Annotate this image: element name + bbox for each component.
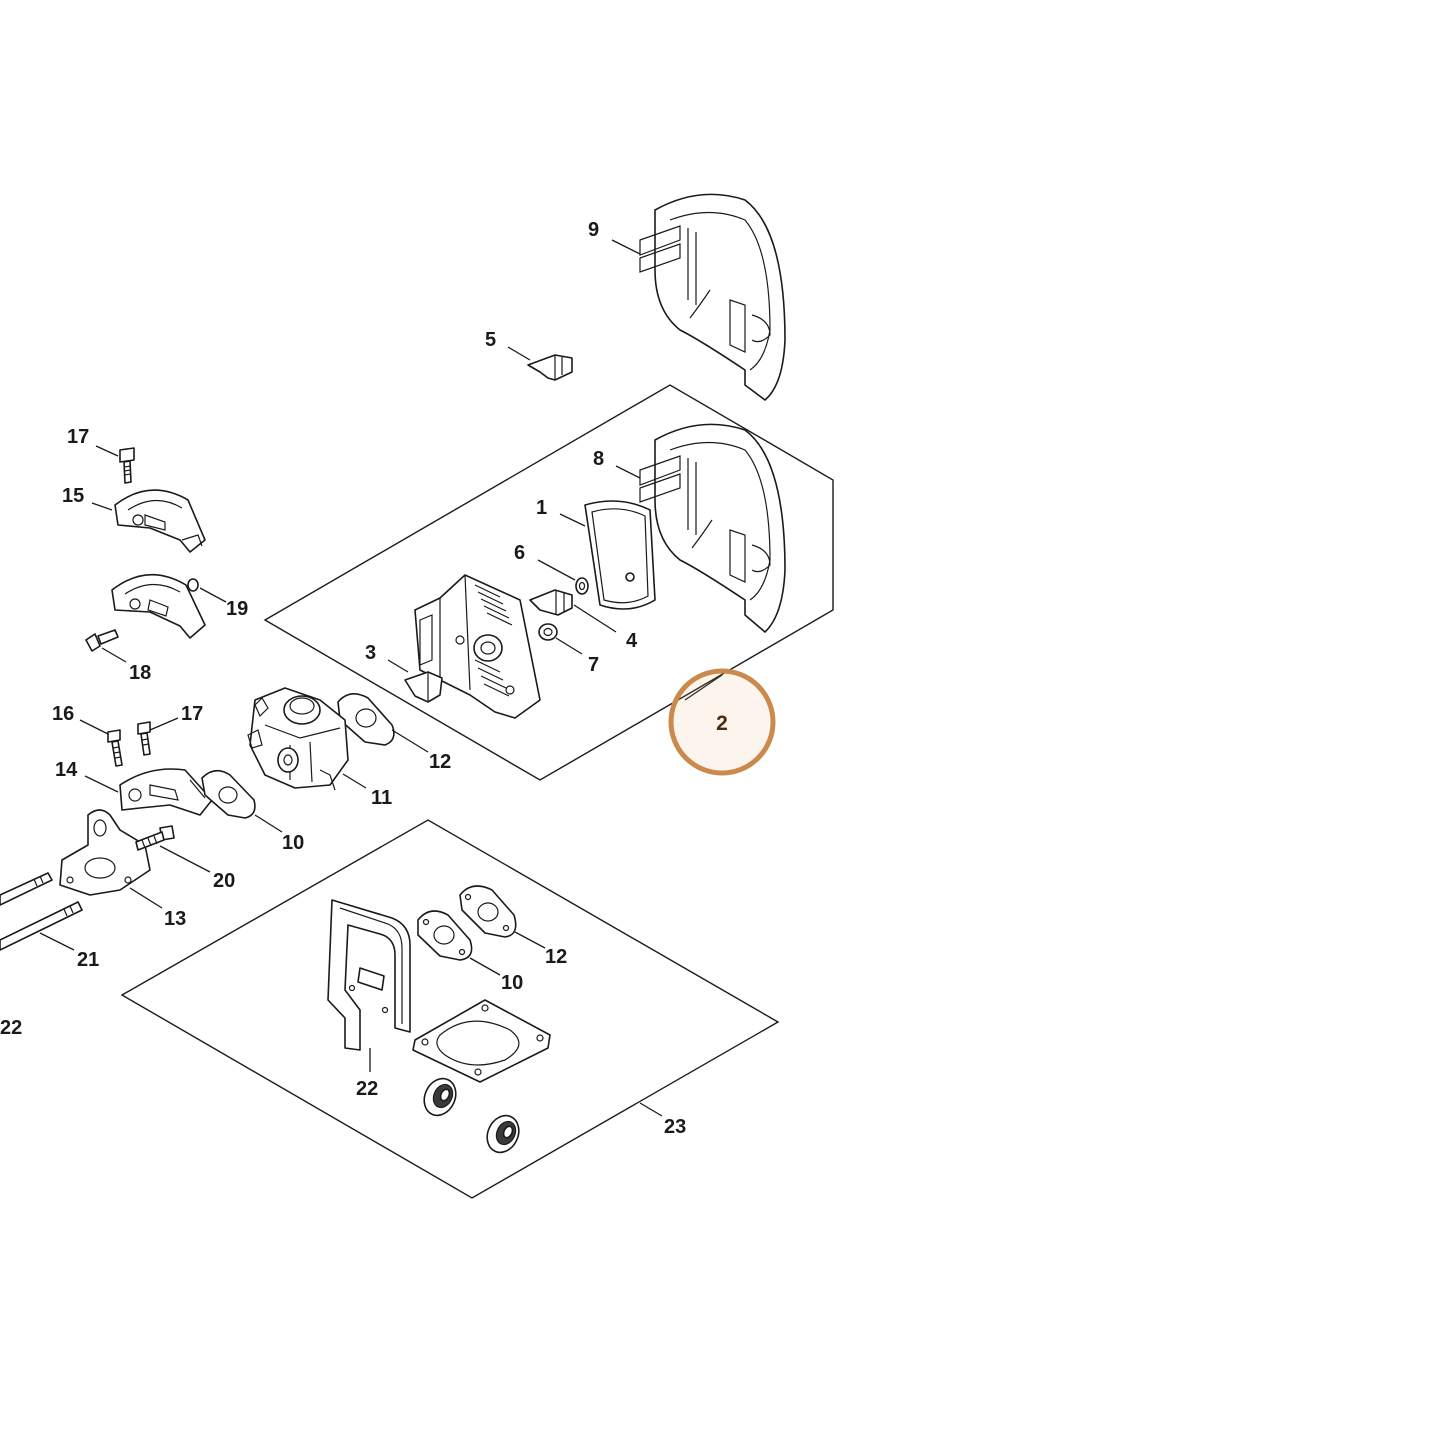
callout-12-kit[interactable]: 12 (545, 946, 567, 968)
callout-10[interactable]: 10 (282, 832, 304, 854)
part-20-screw[interactable] (135, 825, 175, 851)
callout-22-left[interactable]: 22 (0, 1017, 22, 1039)
callout-6[interactable]: 6 (514, 542, 525, 564)
callout-7[interactable]: 7 (588, 654, 599, 676)
callout-3[interactable]: 3 (365, 642, 376, 664)
callout-8[interactable]: 8 (593, 448, 604, 470)
part-6-washer[interactable] (575, 577, 589, 595)
part-7-nut[interactable] (538, 623, 558, 641)
callout-21[interactable]: 21 (77, 949, 99, 971)
callout-14[interactable]: 14 (55, 759, 78, 781)
part-17-screw-top[interactable] (119, 447, 135, 484)
callout-17-lower[interactable]: 17 (181, 703, 203, 725)
leader-lines (39, 239, 723, 1117)
part-19-nut[interactable] (187, 578, 199, 592)
part-21-studs[interactable] (0, 872, 83, 951)
callout-17-top[interactable]: 17 (67, 426, 89, 448)
part-10-gasket[interactable] (201, 769, 256, 819)
part-18-screw[interactable] (85, 629, 119, 652)
callout-18[interactable]: 18 (129, 662, 151, 684)
part-bracket-lower[interactable] (111, 573, 206, 639)
part-2-filter-base[interactable] (414, 574, 541, 719)
part-14-bracket[interactable] (119, 768, 213, 816)
part-12-gasket-kit[interactable] (459, 885, 517, 938)
assembly-23-frame (120, 819, 780, 1199)
part-seal-ring-1[interactable] (418, 1073, 461, 1120)
highlight-callout-2[interactable]: 2 (668, 668, 776, 776)
callout-11[interactable]: 11 (371, 787, 392, 809)
part-9-filter-cover[interactable] (639, 193, 786, 401)
callout-23[interactable]: 23 (664, 1116, 686, 1138)
part-8-filter-cover[interactable] (639, 423, 786, 633)
part-10-gasket-kit[interactable] (417, 910, 473, 961)
part-1-filter-element[interactable] (584, 500, 656, 610)
part-15-bracket[interactable] (114, 489, 206, 553)
callout-9[interactable]: 9 (588, 219, 599, 241)
part-11-carburetor[interactable] (247, 687, 349, 791)
callout-19[interactable]: 19 (226, 598, 248, 620)
part-17-screw-lower[interactable] (137, 721, 151, 756)
part-13-manifold[interactable] (59, 809, 151, 896)
callout-labels: 9 5 8 1 6 4 7 3 12 11 10 20 13 21 22 17 … (0, 219, 686, 1138)
callout-15[interactable]: 15 (62, 485, 84, 507)
callout-4[interactable]: 4 (626, 630, 638, 652)
part-12-gasket[interactable] (337, 693, 395, 746)
callout-10-kit[interactable]: 10 (501, 972, 523, 994)
part-5-clip[interactable] (527, 354, 573, 381)
callout-13[interactable]: 13 (164, 908, 186, 930)
assembly-2-frame (263, 384, 834, 781)
callout-5[interactable]: 5 (485, 329, 496, 351)
part-4-clip[interactable] (529, 589, 573, 616)
part-seal-ring-2[interactable] (481, 1110, 524, 1157)
callout-2[interactable]: 2 (716, 712, 728, 735)
part-cylinder-gasket-kit[interactable] (412, 999, 551, 1083)
callout-20[interactable]: 20 (213, 870, 235, 892)
callout-16[interactable]: 16 (52, 703, 74, 725)
part-3-clip[interactable] (404, 671, 443, 703)
callout-1[interactable]: 1 (536, 497, 547, 519)
highlight-ring (668, 668, 776, 776)
part-22-heat-shield[interactable] (327, 899, 411, 1051)
part-16-screw[interactable] (107, 729, 123, 767)
callout-22[interactable]: 22 (356, 1078, 378, 1100)
callout-12[interactable]: 12 (429, 751, 451, 773)
